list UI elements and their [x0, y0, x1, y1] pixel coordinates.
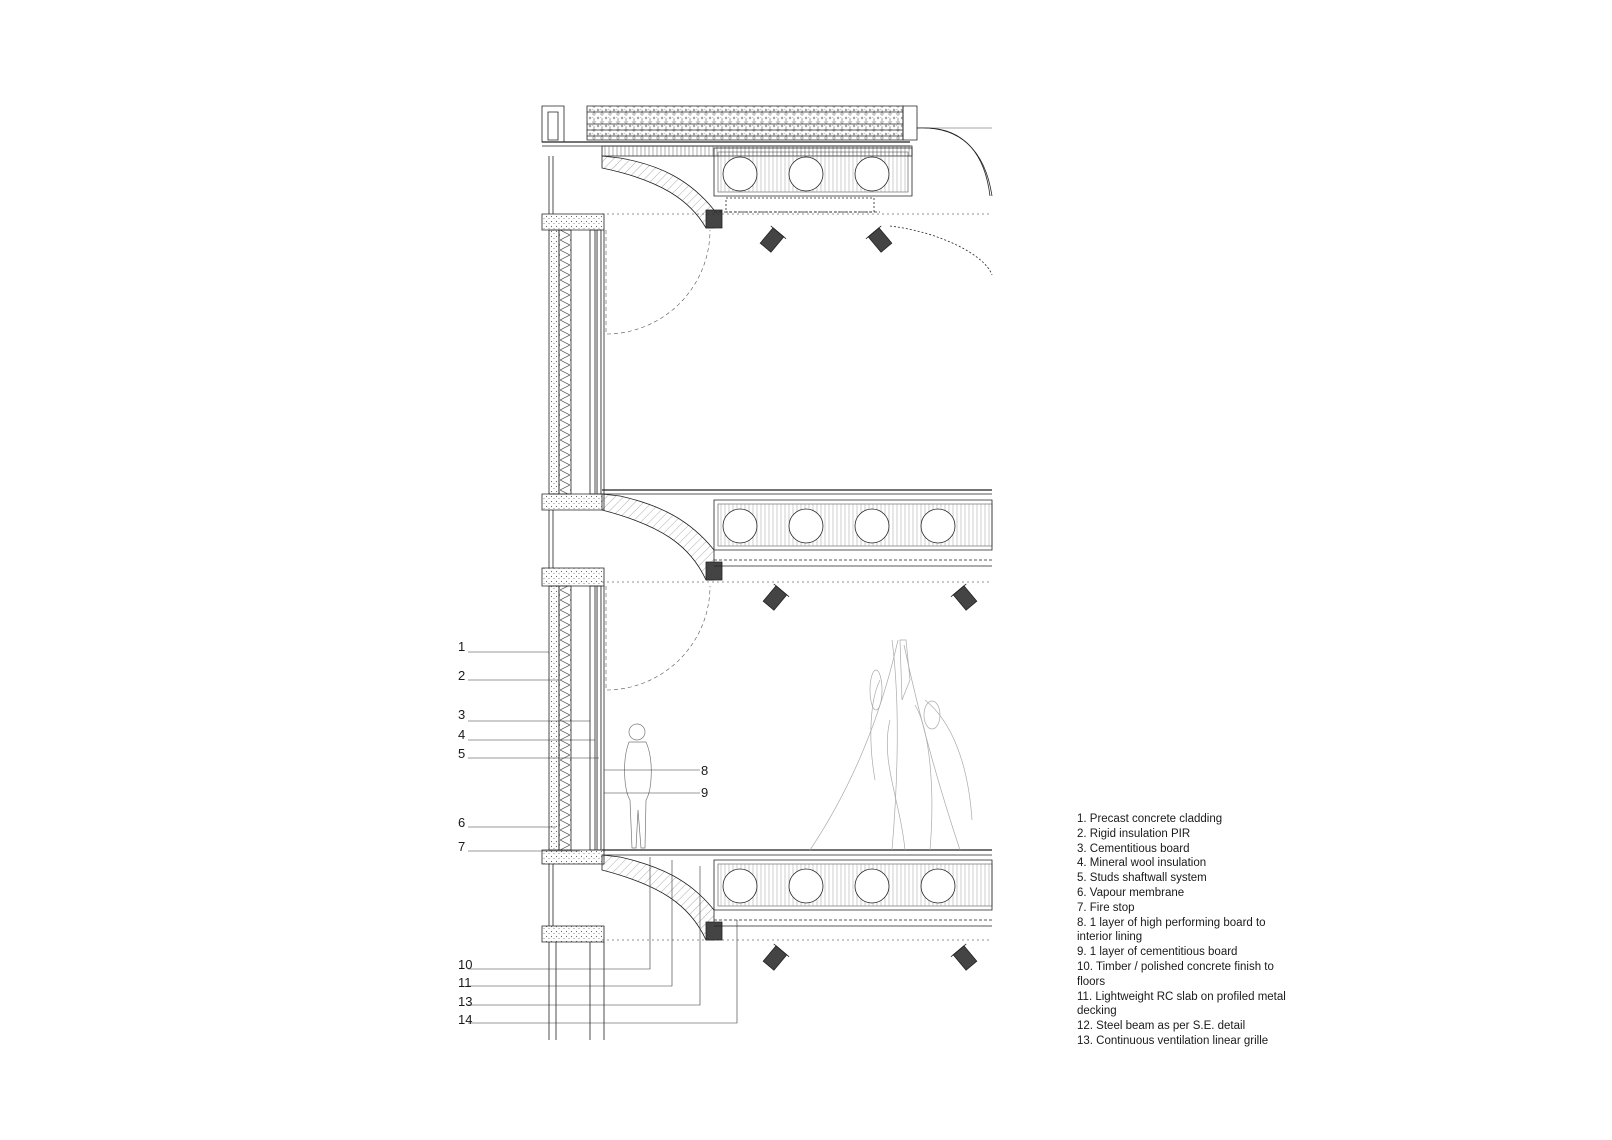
legend-item: 10. Timber / polished concrete finish to — [1077, 960, 1274, 973]
legend-item: 8. 1 layer of high performing board to — [1077, 916, 1266, 929]
callout-5: 5 — [458, 746, 465, 761]
legend-item: 2. Rigid insulation PIR — [1077, 827, 1191, 840]
sculpture-sketch — [810, 640, 972, 850]
callout-8: 8 — [701, 763, 708, 778]
callout-3: 3 — [458, 707, 465, 722]
callout-leaders — [468, 652, 737, 1023]
callout-1: 1 — [458, 639, 465, 654]
legend-item: 4. Mineral wool insulation — [1077, 857, 1207, 870]
callout-4: 4 — [458, 727, 465, 742]
legend-item: 13. Continuous ventilation linear grille — [1077, 1034, 1269, 1047]
legend-item: interior lining — [1077, 931, 1143, 944]
legend-item: decking — [1077, 1005, 1117, 1018]
legend-item: 7. Fire stop — [1077, 901, 1135, 914]
legend-item: 12. Steel beam as per S.E. detail — [1077, 1020, 1246, 1033]
callout-7: 7 — [458, 839, 465, 854]
floor-slab-level-3 — [602, 850, 992, 972]
legend-item: 3. Cementitious board — [1077, 842, 1190, 855]
legend-item: 11. Lightweight RC slab on profiled meta… — [1077, 990, 1286, 1003]
callout-14: 14 — [458, 1012, 472, 1027]
legend-item: 6. Vapour membrane — [1077, 886, 1185, 899]
callout-13: 13 — [458, 994, 472, 1009]
floor-slab-level-2 — [602, 490, 992, 612]
callout-11: 11 — [458, 975, 472, 990]
callout-6: 6 — [458, 815, 465, 830]
legend-item: 1. Precast concrete cladding — [1077, 813, 1223, 825]
legend-item: 5. Studs shaftwall system — [1077, 872, 1207, 885]
facade-wall — [542, 156, 604, 1040]
callout-10: 10 — [458, 957, 472, 972]
person-silhouette — [625, 724, 652, 848]
floor-slab-level-1 — [602, 146, 992, 275]
callout-2: 2 — [458, 668, 465, 683]
legend-item: floors — [1077, 975, 1106, 988]
callout-numbers: 1 2 3 4 5 6 7 8 9 10 11 13 14 — [458, 639, 708, 1027]
legend-item: 9. 1 layer of cementitious board — [1077, 946, 1238, 959]
door-swing-arcs — [606, 230, 710, 690]
callout-9: 9 — [701, 785, 708, 800]
legend: 1. Precast concrete cladding 2. Rigid in… — [1077, 812, 1347, 1049]
